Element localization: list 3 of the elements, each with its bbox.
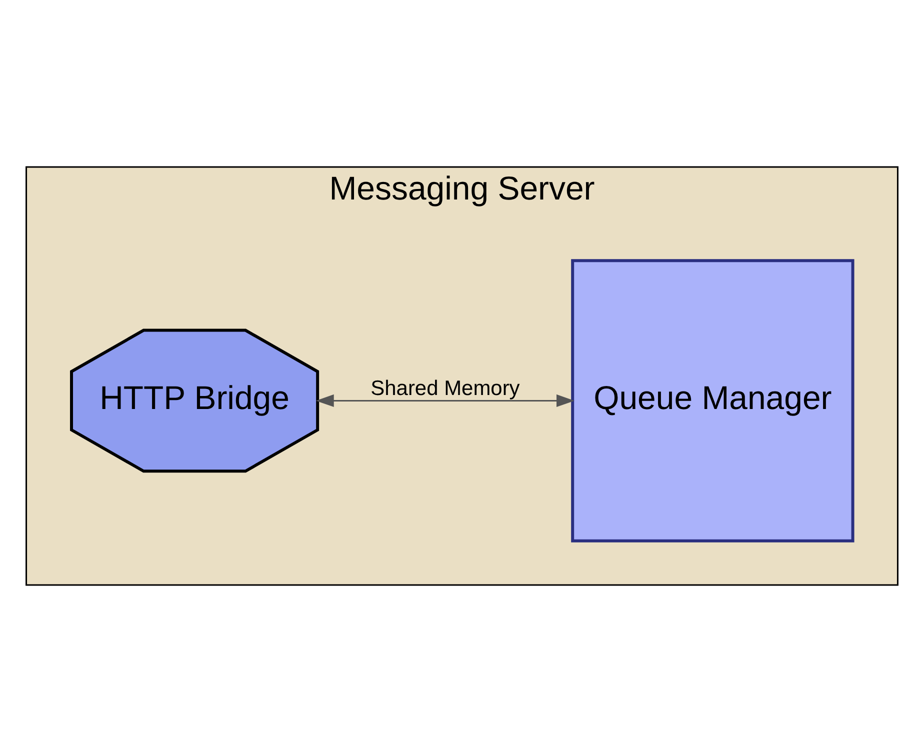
edge-label: Shared Memory [370, 376, 520, 400]
arrow [316, 394, 575, 407]
node-box: Queue Manager [571, 258, 854, 542]
